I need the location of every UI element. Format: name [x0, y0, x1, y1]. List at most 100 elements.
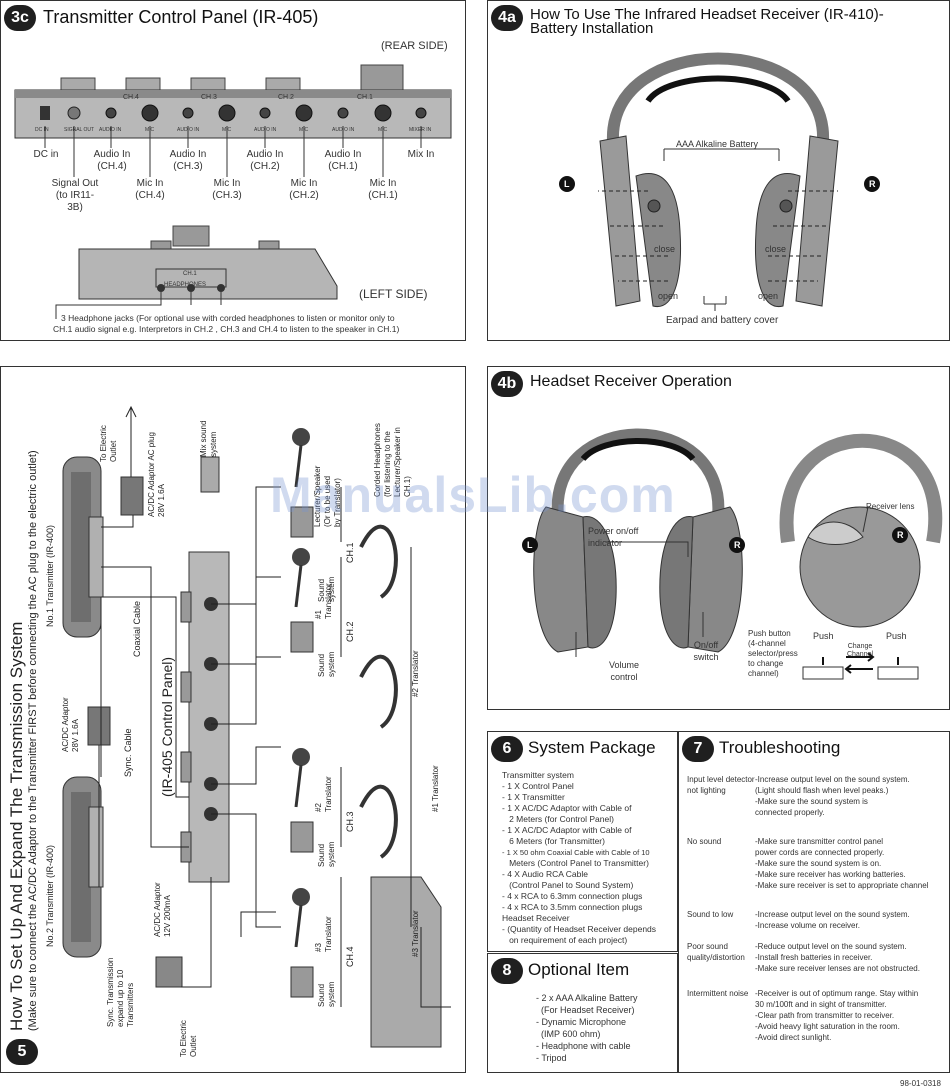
signal-out-label: Signal Out(to IR11-3B): [51, 178, 99, 213]
left-side-label: (LEFT SIDE): [359, 287, 428, 301]
dc-in-label: DC in: [33, 149, 59, 160]
list-item: on requirement of each project): [502, 935, 628, 945]
close-left-label: close: [654, 244, 676, 254]
channel-ch1-label: CH.1: [345, 542, 355, 563]
section-title-4a-line1: How To Use The Infrared Headset Receiver…: [530, 6, 884, 23]
transmission-setup-illustration: [62, 405, 451, 1048]
problem-label: Poor sound quality/distortion: [687, 942, 745, 962]
panel-troubleshooting: 7 Troubleshooting Input level detector n…: [678, 731, 950, 1073]
troubleshooting-row: Poor sound quality/distortion -Reduce ou…: [687, 941, 949, 986]
troubleshooting-row: Intermittent noise -Receiver is out of o…: [687, 988, 949, 1058]
right-marker: R: [734, 540, 741, 550]
list-item: 6 Meters (for Transmitter): [502, 836, 605, 846]
no1-transmitter-label: No.1 Transmitter (IR-400): [45, 524, 55, 627]
port-label: MIC: [222, 127, 232, 133]
port-label: MIC: [378, 127, 388, 133]
sync-cable-label: Sync. Cable: [123, 728, 133, 777]
list-item: Transmitter system: [502, 770, 574, 780]
setup-warning-subtitle: (Make sure to connect the AC/DC Adaptor …: [27, 450, 39, 1031]
section-badge-7: 7: [682, 736, 714, 762]
right-marker: R: [897, 530, 904, 540]
optional-item-list: - 2 x AAA Alkaline Battery (For Headset …: [536, 992, 676, 1064]
list-item: - 1 X Control Panel: [502, 781, 574, 791]
section-title-5: How To Set Up And Expand The Transmissio…: [7, 621, 26, 1031]
port-label: AUDIO IN: [177, 127, 200, 133]
headset-battery-illustration: [559, 52, 880, 311]
list-item: Headset Receiver: [502, 913, 570, 923]
control-panel-rear-illustration: [14, 64, 452, 177]
section-badge-5: 5: [6, 1039, 38, 1065]
list-item: - 4 x RCA to 6.3mm connection plugs: [502, 891, 643, 901]
port-label: AUDIO IN: [332, 127, 355, 133]
panel-battery-installation: 4a How To Use The Infrared Headset Recei…: [487, 0, 950, 341]
fix-list: -Increase output level on the sound syst…: [755, 910, 910, 930]
port-label: AUDIO IN: [254, 127, 277, 133]
mic-in-ch3-label: Mic In(CH.3): [212, 178, 242, 201]
headset-operation-illustration: [522, 428, 943, 680]
channel-ch2-label: CH.2: [345, 621, 355, 642]
no2-transmitter-label: No.2 Transmitter (IR-400): [45, 844, 55, 947]
push-button-label: Push button (4-channel selector/press to…: [748, 629, 798, 678]
troubleshooting-row: Sound to low -Increase output level on t…: [687, 909, 949, 939]
audio-in-ch4-label: Audio In(CH.4): [93, 149, 131, 172]
list-item: Meters (Control Panel to Transmitter): [502, 858, 649, 868]
receiver-lens-label: Receiver lens: [866, 502, 915, 511]
list-item: (Control Panel to Sound System): [502, 880, 634, 890]
left-marker: L: [564, 179, 570, 189]
section-title-6: System Package: [528, 738, 656, 757]
port-label: MIC: [145, 127, 155, 133]
headphone-translator3-label: #3 Translator: [411, 910, 420, 957]
left-side-channel-label: CH.1: [183, 271, 197, 277]
section-badge-4b: 4b: [491, 371, 523, 397]
panel-transmitter-control: 3c Transmitter Control Panel (IR-405) (R…: [0, 0, 466, 341]
problem-label: Intermittent noise: [687, 989, 749, 998]
section-title-7: Troubleshooting: [719, 738, 841, 757]
fix-list: -Increase output level on the sound syst…: [755, 775, 910, 817]
open-left-label: open: [658, 291, 679, 301]
list-item: - Headphone with cable: [536, 1041, 631, 1051]
audio-in-ch3-label: Audio In(CH.3): [169, 149, 207, 172]
section-badge-4a: 4a: [491, 5, 523, 31]
troubleshooting-row: Input level detector not lighting -Incre…: [687, 774, 949, 834]
problem-label: Input level detector not lighting: [687, 775, 755, 795]
list-item: - (Quantity of Headset Receiver depends: [502, 924, 657, 934]
headphones-label: HEADPHONES: [164, 282, 207, 288]
section-title-8: Optional Item: [528, 960, 630, 979]
problem-label: Sound to low: [687, 910, 734, 919]
headphone-translator1-label: #1 Translator: [431, 765, 440, 812]
panel-headset-operation: 4b Headset Receiver Operation L R R Powe…: [487, 366, 950, 710]
troubleshooting-row: No sound -Make sure transmitter control …: [687, 836, 949, 906]
problem-label: No sound: [687, 837, 722, 846]
section-badge-3c: 3c: [4, 5, 36, 31]
list-item: - 2 x AAA Alkaline Battery: [536, 993, 638, 1003]
section-title-3c: Transmitter Control Panel (IR-405): [43, 7, 319, 27]
list-item: - 1 X 50 ohm Coaxial Cable with Cable of…: [502, 848, 650, 857]
push-label-left: Push: [813, 631, 834, 641]
port-label: SIGNAL OUT: [64, 127, 95, 133]
port-label: MIC: [299, 127, 309, 133]
mic-in-ch2-label: Mic In(CH.2): [289, 178, 319, 201]
channel-label-ch4: CH.4: [123, 94, 139, 101]
panel-setup-transmission: 5 How To Set Up And Expand The Transmiss…: [0, 366, 466, 1073]
port-label: DC IN: [35, 127, 49, 133]
push-label-right: Push: [886, 631, 907, 641]
list-item: (For Headset Receiver): [536, 1005, 635, 1015]
panel-system-package: 6 System Package Transmitter system - 1 …: [487, 731, 678, 952]
earpad-cover-label: Earpad and battery cover: [666, 315, 779, 326]
channel-ch4-label: CH.4: [345, 946, 355, 967]
mix-in-label: Mix In: [407, 149, 435, 160]
list-item: - 1 X AC/DC Adaptor with Cable of: [502, 825, 632, 835]
fix-list: -Reduce output level on the sound system…: [755, 942, 920, 973]
